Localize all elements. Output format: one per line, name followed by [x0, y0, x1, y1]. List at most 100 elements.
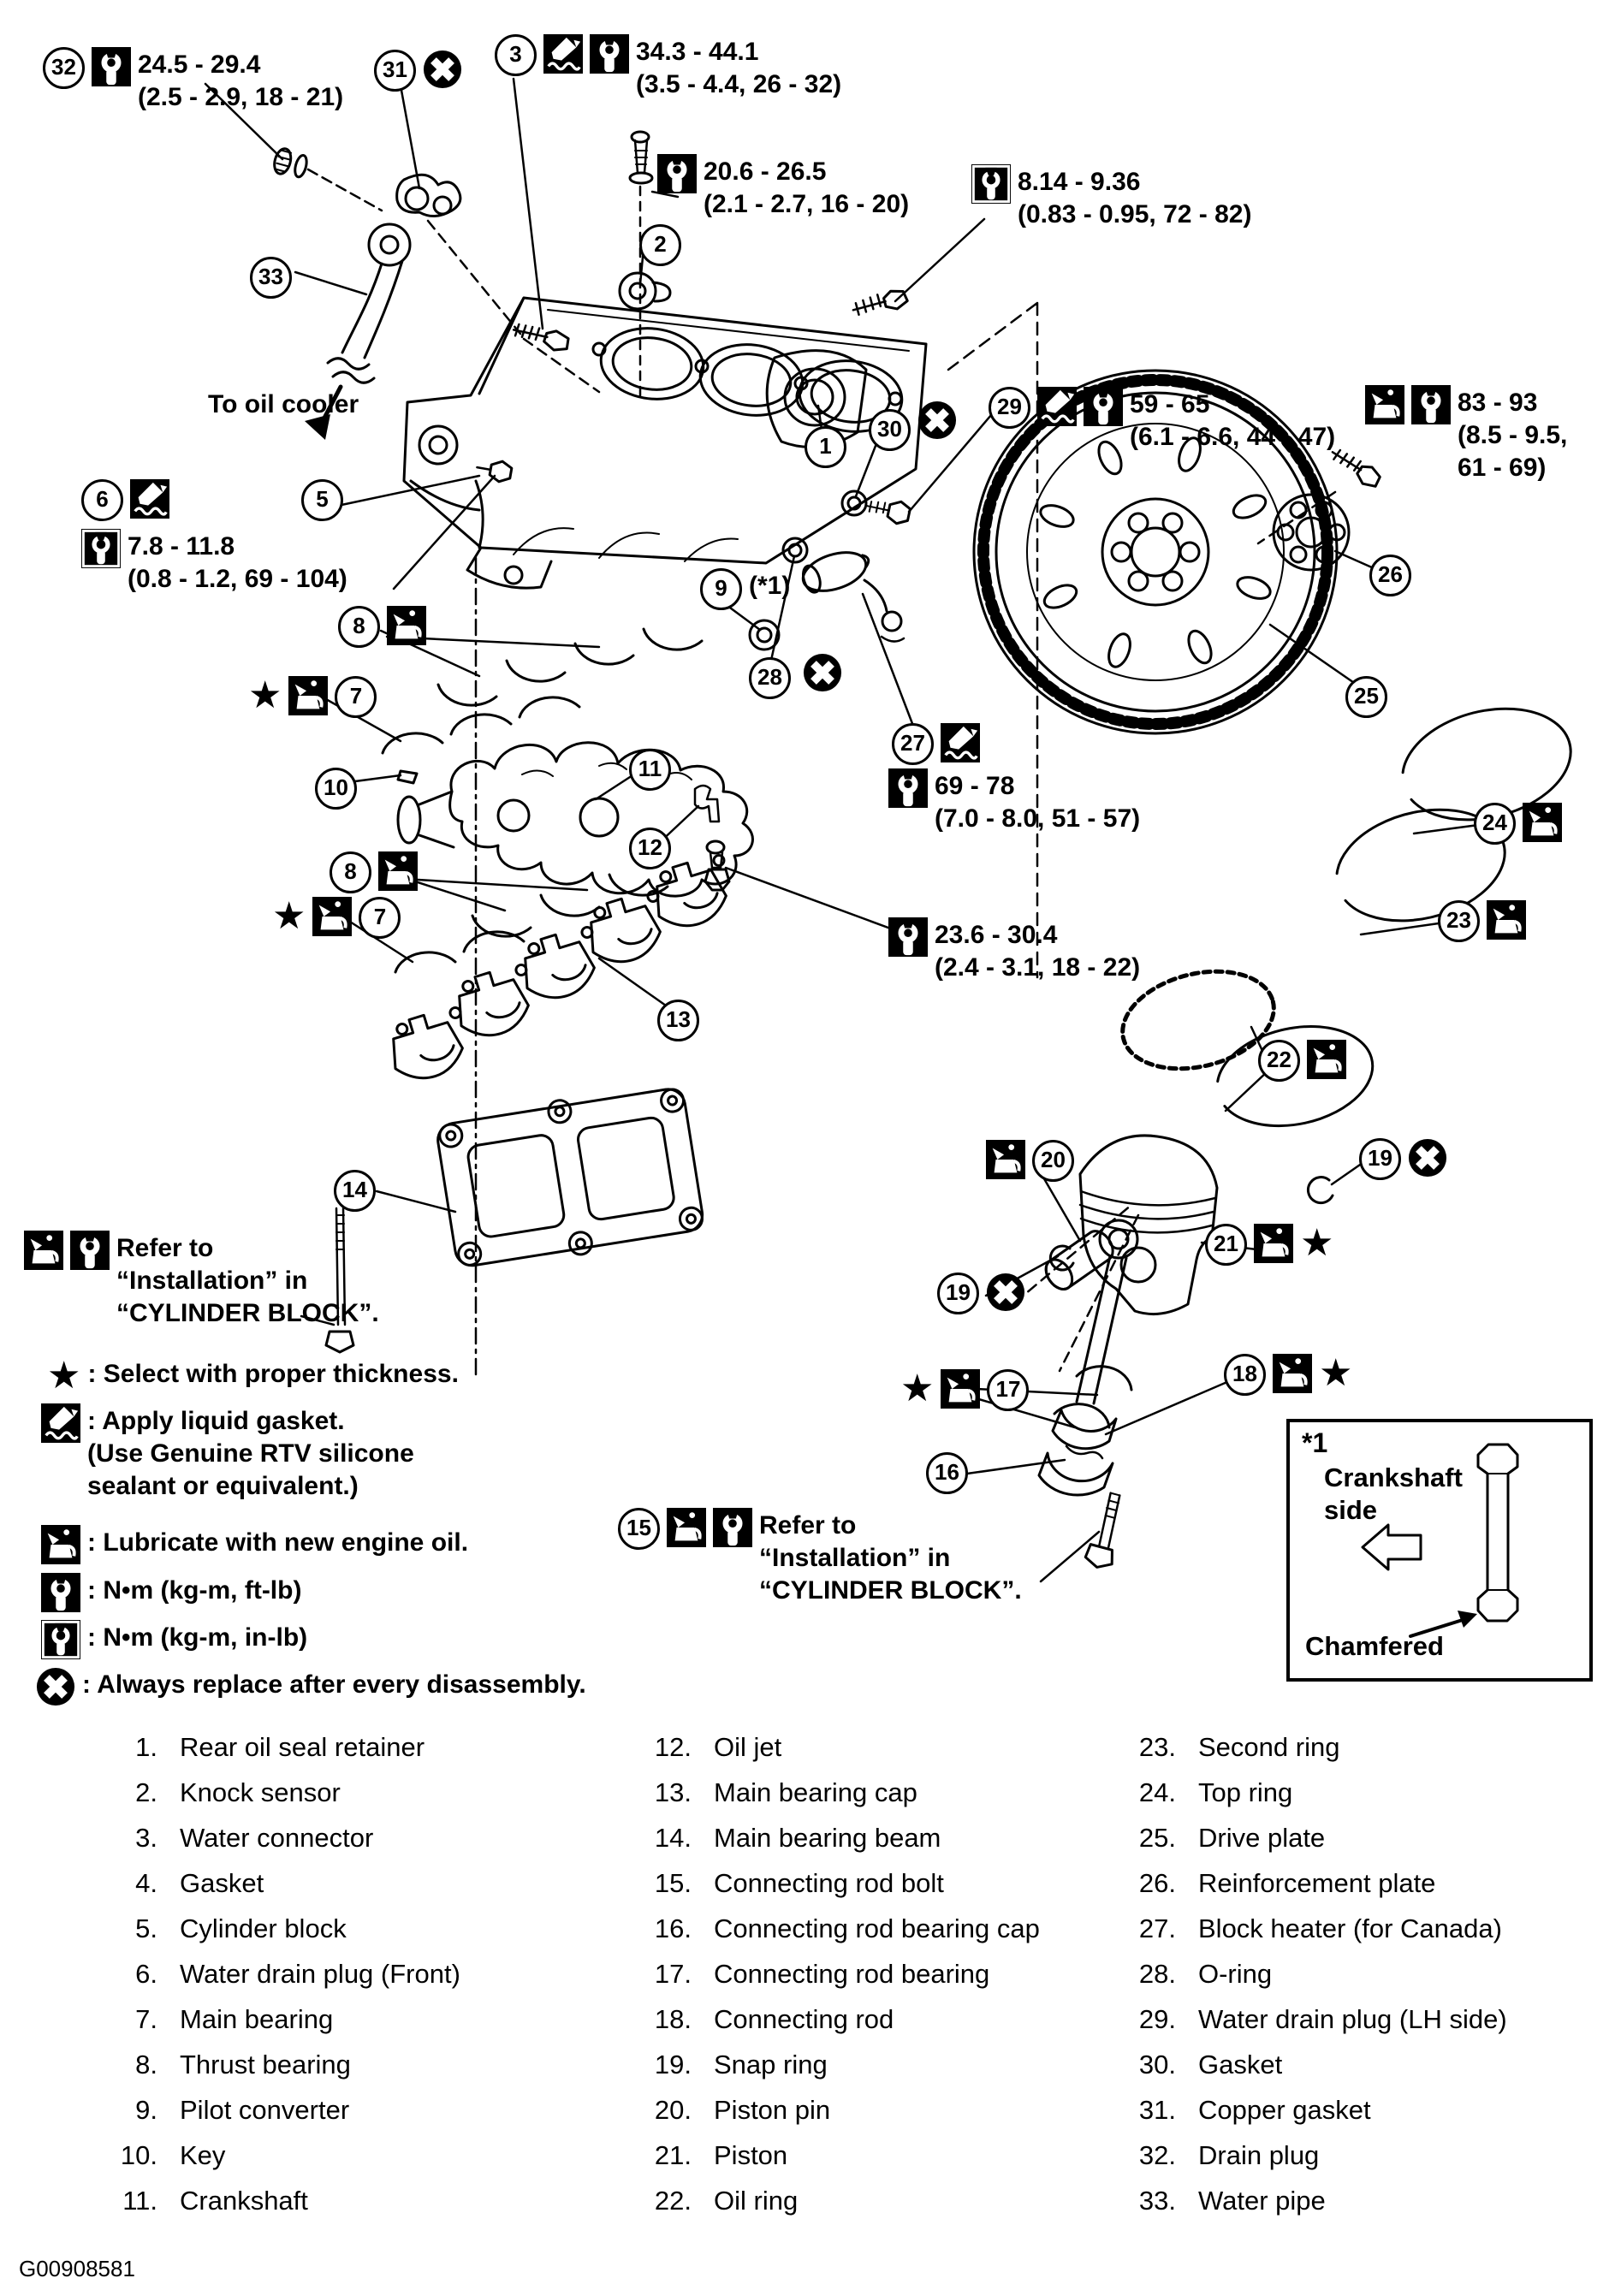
callout-part-29-torque: 29 59 - 65(6.1 - 6.6, 44 - 47)	[989, 387, 1335, 454]
label-to-oil-cooler: To oil cooler	[208, 387, 359, 421]
callout-part-23: 23	[1438, 900, 1526, 942]
parts-list-item-label: Connecting rod bearing cap	[714, 1913, 1040, 1943]
parts-list-item: 5.Cylinder block	[101, 1912, 460, 1945]
callout-part-17: ★ 17	[900, 1368, 1030, 1411]
callout-part-14: 14	[334, 1170, 376, 1212]
parts-list-item-number: 1.	[135, 1732, 157, 1762]
parts-list-item-number: 10.	[120, 2140, 157, 2170]
part-number-badge: 31	[374, 50, 416, 92]
parts-list-item: 15.Connecting rod bolt	[635, 1866, 1040, 1900]
annotation-text: 23.6 - 30.4(2.4 - 3.1, 18 - 22)	[935, 921, 1141, 982]
part-number-badge: 28	[749, 657, 791, 699]
always-replace-icon	[803, 653, 842, 692]
callout-part-26: 26	[1369, 555, 1411, 596]
annotation-text: 69 - 78(7.0 - 8.0, 51 - 57)	[935, 772, 1141, 833]
parts-list-item: 26. Reinforcement plate	[1119, 1866, 1507, 1900]
torque-wrench-ftlb-icon	[590, 34, 629, 74]
parts-list-item-number: 21.	[654, 2140, 692, 2170]
parts-list-item-label: Key	[180, 2140, 226, 2170]
part-number-badge: 6	[81, 479, 123, 521]
parts-list-item-label: Connecting rod	[714, 2004, 894, 2034]
parts-list-item-label: Main bearing cap	[714, 1777, 917, 1807]
select-thickness-star: ★	[47, 1355, 81, 1397]
part-number-badge: 23	[1438, 900, 1480, 942]
inset-marker: *1	[1302, 1427, 1328, 1458]
part-number-badge: 25	[1345, 676, 1387, 718]
legend-oil: : Lubricate with new engine oil.	[41, 1525, 468, 1564]
parts-list-item-label: Water pipe	[1198, 2186, 1326, 2216]
callout-part-11: 11	[629, 749, 671, 791]
part-number-badge: 19	[1359, 1138, 1401, 1180]
parts-list-item: 1.Rear oil seal retainer	[101, 1730, 460, 1764]
legend-replace: : Always replace after every disassembly…	[36, 1667, 586, 1706]
snap-ring-art	[1306, 1176, 1334, 1204]
engine-oil-icon	[941, 1369, 981, 1409]
parts-list-item-number: 19.	[654, 2050, 692, 2079]
part-number-badge: 17	[987, 1369, 1030, 1411]
parts-list-item: 10. Key	[101, 2139, 460, 2172]
annotation-text: 59 - 65(6.1 - 6.6, 44 - 47)	[1130, 390, 1336, 451]
part-number-badge: 22	[1258, 1040, 1300, 1082]
annotation-text: 8.14 - 9.36(0.83 - 0.95, 72 - 82)	[1018, 168, 1252, 228]
torque-wrench-ftlb-icon	[70, 1231, 110, 1270]
torque-wrench-inlb-icon	[81, 529, 121, 568]
parts-list-item: 24.Top ring	[1119, 1776, 1507, 1809]
parts-list-item-number: 33.	[1138, 2186, 1176, 2216]
rod-bolt-art	[1084, 1492, 1121, 1569]
callout-part-9: 9(*1)	[700, 568, 790, 610]
annotation-text: 34.3 - 44.1(3.5 - 4.4, 26 - 32)	[636, 38, 842, 98]
main-bearing-beam-art	[436, 1088, 704, 1267]
callout-part-27: 27	[892, 723, 980, 765]
engine-oil-icon	[1523, 803, 1562, 842]
select-thickness-star: ★	[900, 1368, 935, 1409]
callout-part-30: 30	[869, 409, 911, 451]
parts-list-item-number: 6.	[135, 1959, 157, 1989]
parts-list-item: 21.Piston	[635, 2139, 1040, 2172]
callout-replace-30	[917, 400, 957, 440]
callout-torque-23-6: 23.6 - 30.4(2.4 - 3.1, 18 - 22)	[888, 917, 1140, 984]
torque-wrench-ftlb-icon	[1411, 385, 1451, 424]
part-number-badge: 30	[869, 409, 911, 451]
parts-list-item-number: 25.	[1138, 1823, 1176, 1853]
parts-list-item-label: Knock sensor	[180, 1777, 341, 1807]
part-number-badge: 29	[989, 387, 1030, 429]
parts-list-item: 18.Connecting rod	[635, 2002, 1040, 2036]
engine-oil-icon	[288, 676, 329, 715]
torque-wrench-ftlb-icon	[888, 768, 928, 808]
engine-oil-icon	[378, 851, 418, 891]
annotation-text: 7.8 - 11.8(0.8 - 1.2, 69 - 104)	[128, 532, 347, 593]
legend-refer-install: Refer to“Installation” in“CYLINDER BLOCK…	[24, 1231, 379, 1330]
parts-list-item-label: Reinforcement plate	[1198, 1868, 1436, 1898]
part-number-badge: 12	[629, 828, 671, 869]
callout-part-8b: 8	[330, 851, 418, 893]
annotation-text: : Apply liquid gasket.(Use Genuine RTV s…	[87, 1407, 414, 1500]
parts-list-item-number: 20.	[654, 2095, 692, 2125]
callout-part-16: 16	[926, 1452, 968, 1494]
engine-oil-icon	[1487, 900, 1526, 940]
parts-list-item-number: 26.	[1138, 1868, 1176, 1898]
part-number-badge: 8	[338, 606, 380, 648]
bearing-shells-art	[381, 627, 704, 974]
engine-oil-icon	[1307, 1040, 1346, 1079]
torque-wrench-ftlb-icon	[92, 47, 131, 86]
knock-sensor-art	[618, 130, 672, 311]
callout-part-22: 22	[1258, 1040, 1346, 1082]
torque-wrench-ftlb-icon	[41, 1573, 80, 1612]
annotation-text: 83 - 93(8.5 - 9.5,61 - 69)	[1458, 389, 1568, 482]
parts-list-item: 28.O-ring	[1119, 1957, 1507, 1990]
water-connector-bracket-art	[395, 173, 462, 217]
detail-inset-box: *1 Crankshaft side Chamfered	[1286, 1419, 1593, 1682]
parts-list-item-label: Snap ring	[714, 2050, 828, 2079]
parts-list-item: 4.Gasket	[101, 1866, 460, 1900]
always-replace-icon	[917, 400, 957, 440]
liquid-gasket-icon	[130, 479, 169, 519]
torque-wrench-ftlb-icon	[657, 154, 697, 193]
callout-part-13: 13	[657, 1000, 699, 1041]
inset-washer-art	[1476, 1443, 1519, 1623]
liquid-gasket-icon	[1037, 387, 1077, 426]
